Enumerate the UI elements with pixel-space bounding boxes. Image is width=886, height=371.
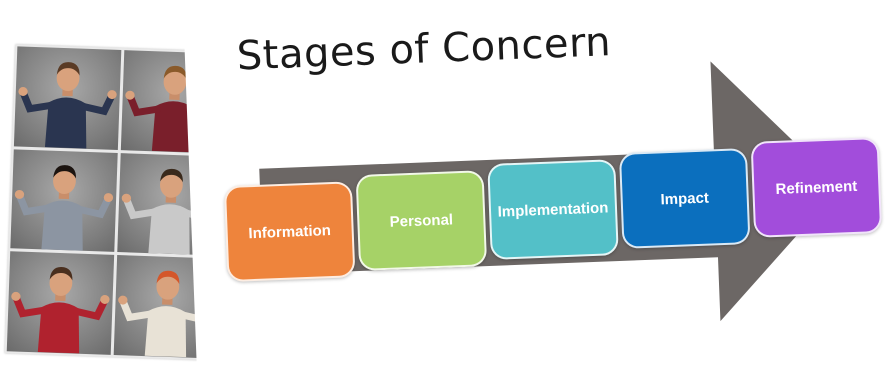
stage-box-information: Information [223,181,356,283]
stage-label: Refinement [775,177,858,198]
stage-label: Personal [389,210,454,231]
photo-person-shrugging [6,251,114,355]
stage-label: Information [248,221,332,242]
stage-box-refinement: Refinement [750,136,883,238]
slide: Stages of Concern Information Personal I… [183,0,886,371]
stage-box-impact: Impact [618,148,751,249]
stage-label: Impact [660,189,710,208]
photo-person-shrugging [10,149,118,253]
stage-box-implementation: Implementation [487,159,619,260]
stage-box-personal: Personal [355,170,488,272]
photo-person-shrugging [13,46,121,150]
stage-label: Implementation [497,198,609,221]
